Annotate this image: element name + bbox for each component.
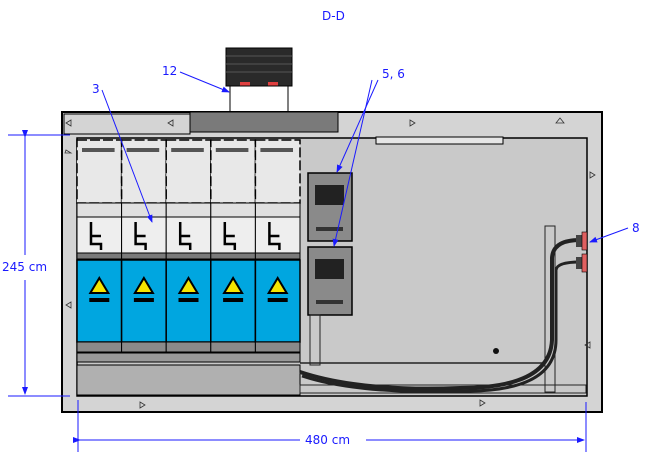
switch-symbol-icon <box>178 222 192 250</box>
section-title: D-D <box>322 9 345 23</box>
switchgear-panel <box>165 139 212 353</box>
switchgear-panel <box>76 139 123 353</box>
cable-routing <box>299 225 587 394</box>
label-roof-vent: 12 <box>162 64 178 78</box>
switchgear-panel <box>254 139 301 353</box>
switch-symbol-icon <box>134 222 147 250</box>
cable-glands <box>576 231 588 273</box>
label-cable-gland: 8 <box>632 221 640 235</box>
switchgear-panel <box>120 139 167 353</box>
warning-triangle-icon <box>266 276 289 294</box>
switch-symbol-icon <box>223 222 237 250</box>
dimension-height: 245 cm <box>2 260 48 274</box>
label-boxes: 5, 6 <box>382 67 405 81</box>
switchgear <box>76 139 301 396</box>
distribution-boxes <box>307 172 353 366</box>
dimension-lines <box>8 71 629 452</box>
warning-triangle-icon <box>177 276 200 294</box>
label-switchgear: 3 <box>92 82 100 96</box>
warning-triangle-icon <box>222 276 244 294</box>
dimension-width: 480 cm <box>305 433 351 447</box>
switch-symbol-icon <box>268 222 281 250</box>
warning-triangle-icon <box>88 276 111 294</box>
roof-vent <box>225 47 293 113</box>
warning-triangle-icon <box>133 276 155 294</box>
switch-symbol-icon <box>89 222 103 250</box>
switchgear-panel <box>210 139 257 353</box>
